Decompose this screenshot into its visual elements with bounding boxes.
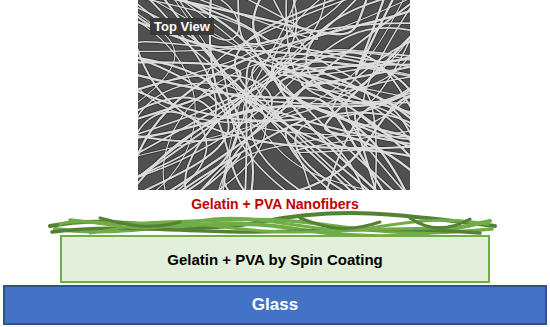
fiber [138, 0, 410, 77]
sem-image: Top View [138, 0, 410, 190]
fiber [138, 87, 305, 190]
fiber [269, 0, 376, 190]
fiber [273, 63, 410, 190]
fiber [100, 218, 470, 228]
fiber [138, 112, 207, 190]
fiber [280, 57, 410, 150]
fiber [207, 0, 410, 104]
fiber [364, 0, 410, 104]
fiber [138, 99, 244, 190]
sem-fibers [138, 0, 410, 190]
fiber [138, 50, 410, 185]
fiber [138, 18, 410, 126]
fiber [217, 84, 410, 190]
fiber [138, 73, 389, 190]
spin-coat-layer: Gelatin + PVA by Spin Coating [60, 235, 490, 283]
node-text: Glass [252, 295, 298, 315]
glass-substrate: Glass [3, 285, 547, 325]
node-text: Top View [150, 18, 214, 35]
fiber [138, 3, 297, 190]
layer-label: Gelatin + PVA Nanofibers [191, 196, 359, 212]
node-text: Gelatin + PVA by Spin Coating [167, 251, 382, 268]
nanofiber-layer [50, 213, 495, 236]
